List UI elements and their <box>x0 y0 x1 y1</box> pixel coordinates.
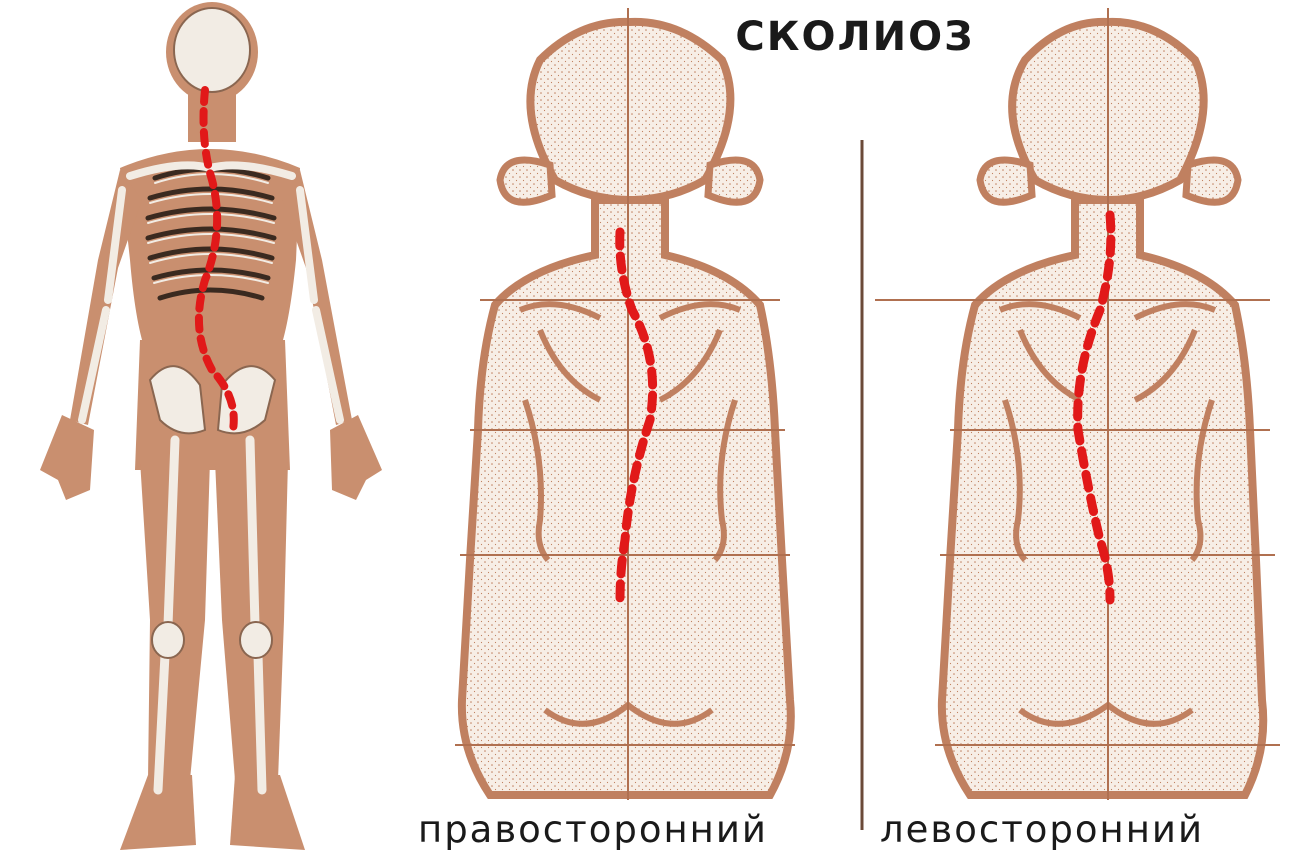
kneecaps <box>152 622 272 658</box>
body-silhouette <box>40 2 382 850</box>
right-sided-figure <box>455 8 795 800</box>
caption-right-sided: правосторонний <box>418 808 768 851</box>
skeleton-figure <box>40 2 382 850</box>
left-sided-figure <box>875 8 1280 800</box>
skull <box>174 8 250 92</box>
caption-left-sided: левосторонний <box>880 808 1204 851</box>
page-title: СКОЛИОЗ <box>705 14 1005 60</box>
